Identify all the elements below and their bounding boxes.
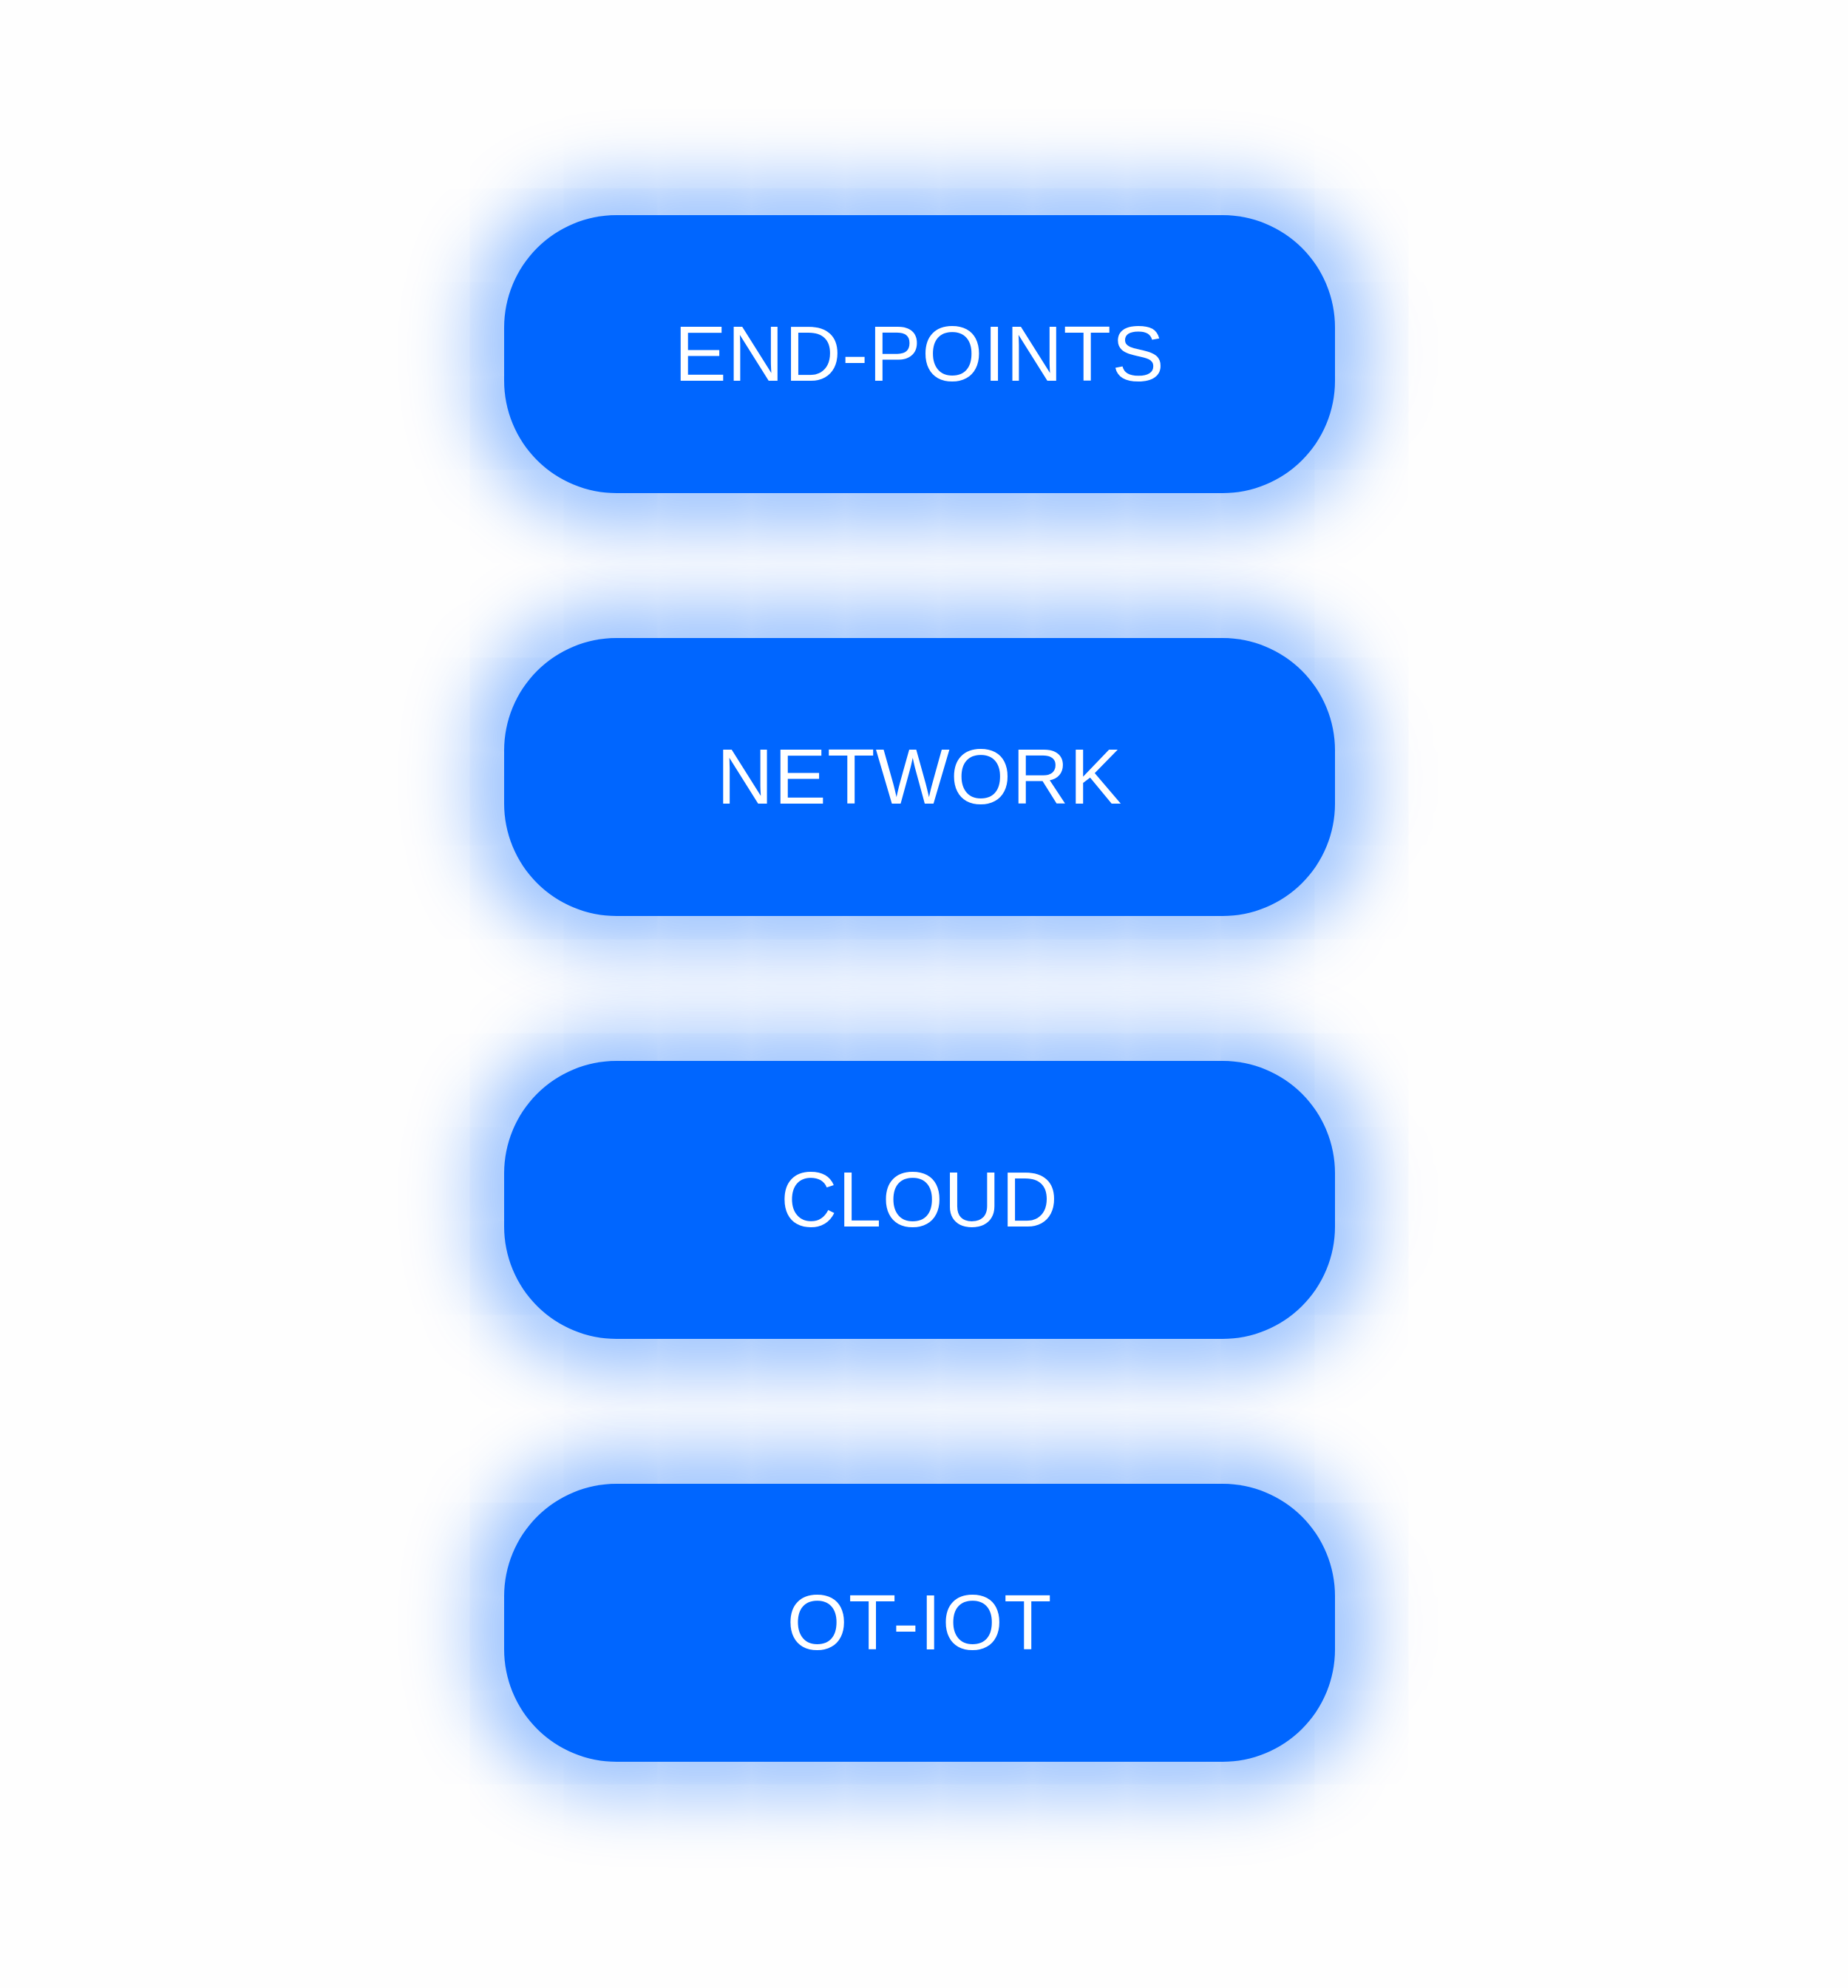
network-button[interactable]: NETWORK (504, 638, 1335, 916)
cloud-button-label: CLOUD (780, 1156, 1059, 1244)
ot-iot-button[interactable]: OT-IOT (504, 1484, 1335, 1762)
cloud-button[interactable]: CLOUD (504, 1061, 1335, 1339)
end-points-button-label: END-POINTS (674, 311, 1165, 398)
network-button-label: NETWORK (716, 733, 1123, 821)
ot-iot-button-label: OT-IOT (787, 1579, 1053, 1666)
end-points-button[interactable]: END-POINTS (504, 215, 1335, 493)
